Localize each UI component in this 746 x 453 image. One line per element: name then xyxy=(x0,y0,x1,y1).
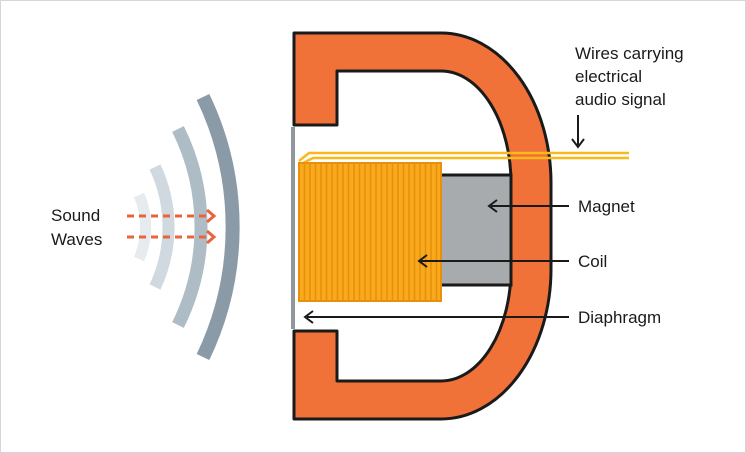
housing-frame xyxy=(292,31,553,421)
magnet-block xyxy=(435,173,513,287)
diaphragm-pointer-head xyxy=(303,310,314,324)
coil-label: Coil xyxy=(578,252,607,271)
pointer-lines xyxy=(303,115,585,324)
coil-pointer-head xyxy=(417,254,428,268)
coil-block xyxy=(298,162,442,302)
wires-label-line2: electrical xyxy=(575,67,642,86)
sound-arrow-lower-head xyxy=(206,229,217,245)
sound-wave-arc-inner xyxy=(133,192,152,262)
magnet-pointer-head xyxy=(487,199,498,213)
sound-waves-label-line2: Waves xyxy=(51,230,102,249)
sound-wave-arc-outer xyxy=(196,93,240,361)
sound-wave-arc-third xyxy=(149,164,175,290)
magnet-label: Magnet xyxy=(578,197,635,216)
sound-arrows xyxy=(127,208,217,245)
diaphragm-plate xyxy=(291,127,295,329)
sound-waves-label-line1: Sound xyxy=(51,206,100,225)
diaphragm-label: Diaphragm xyxy=(578,308,661,327)
sound-arrow-upper-head xyxy=(206,208,217,224)
wire-upper xyxy=(298,151,629,162)
wires-label-line3: audio signal xyxy=(575,90,666,109)
wires-label-line1: Wires carrying xyxy=(575,44,684,63)
wires-pointer-head xyxy=(571,138,585,149)
sound-wave-arc-second xyxy=(172,126,208,328)
sound-waves-icon xyxy=(133,93,240,361)
